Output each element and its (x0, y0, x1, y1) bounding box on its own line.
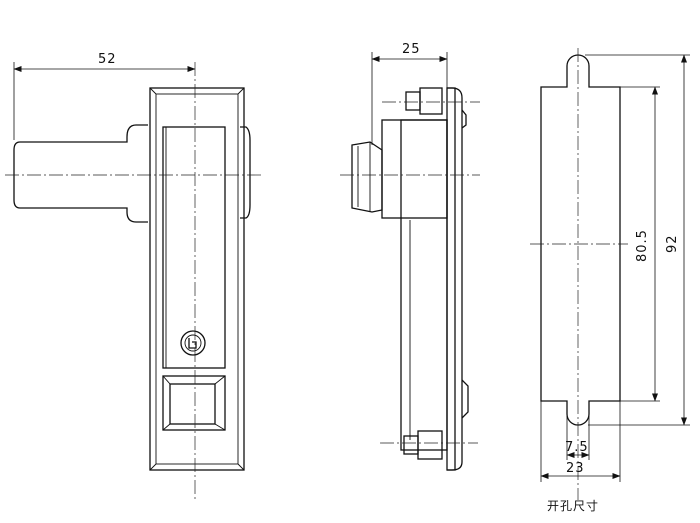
dim-side-width: 25 (402, 42, 421, 57)
dim-front-width: 52 (98, 52, 117, 67)
side-view: 25 (340, 42, 480, 471)
front-view: 52 (5, 52, 262, 500)
keyhole-icon (180, 330, 206, 356)
cutout-caption: 开孔尺寸 (547, 499, 599, 513)
dim-cutout-slot-width: 7.5 (565, 440, 589, 455)
dim-cutout-width: 23 (566, 461, 585, 476)
dim-cutout-inner-height: 80.5 (635, 229, 650, 262)
dim-cutout-total-height: 92 (665, 234, 680, 253)
cutout-view: 80.5 92 7.5 23 开孔尺寸 (530, 48, 690, 513)
